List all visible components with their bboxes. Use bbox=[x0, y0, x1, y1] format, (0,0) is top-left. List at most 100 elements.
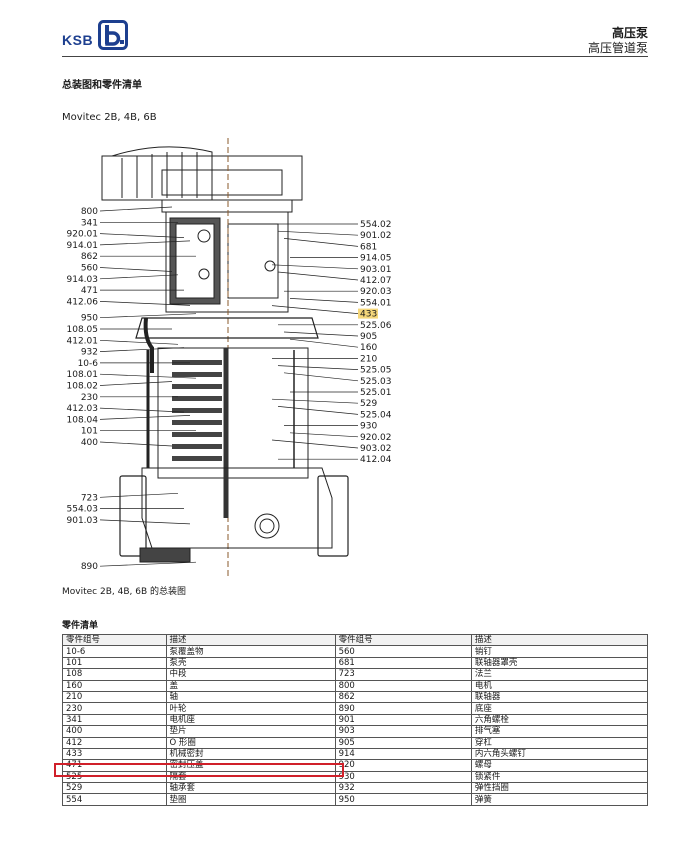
callout-label: 412.06 bbox=[67, 297, 99, 307]
doc-subtitle: 高压管道泵 bbox=[587, 41, 648, 55]
part-description-cell: 内六角头螺钉 bbox=[470, 747, 649, 761]
callout-723: 723 bbox=[81, 492, 179, 503]
callout-210: 210 bbox=[272, 354, 377, 364]
parts-list-title: 零件清单 bbox=[62, 621, 99, 631]
part-description-cell: 垫片 bbox=[165, 725, 336, 738]
leader-line bbox=[283, 238, 359, 247]
callout-560: 560 bbox=[81, 264, 173, 274]
callout-label: 905 bbox=[360, 332, 377, 342]
assembly-drawing: 800341920.01914.01862560914.03471412.069… bbox=[67, 138, 392, 578]
callout-903.02: 903.02 bbox=[271, 439, 392, 454]
callout-label: 903.02 bbox=[360, 444, 392, 454]
leader-line bbox=[99, 415, 191, 420]
leader-line bbox=[277, 406, 359, 415]
callout-681: 681 bbox=[283, 238, 377, 252]
leader-line bbox=[271, 439, 359, 449]
part-description-cell: 法兰 bbox=[470, 668, 649, 681]
leader-line bbox=[99, 313, 197, 319]
callout-903.01: 903.01 bbox=[271, 264, 392, 275]
part-number-cell: 800 bbox=[334, 679, 472, 692]
part-description-cell: 六角螺栓 bbox=[470, 713, 649, 727]
part-description-cell: 机械密封 bbox=[165, 747, 336, 761]
part-number-cell: 101 bbox=[62, 656, 167, 670]
leader-line bbox=[271, 398, 359, 404]
logo-text: KSB bbox=[62, 32, 94, 48]
part-description-cell: 弹簧 bbox=[470, 793, 649, 806]
header-titles: 高压泵 高压管道泵 bbox=[588, 26, 648, 56]
callout-label: 412.03 bbox=[67, 404, 99, 414]
callout-412.03: 412.03 bbox=[67, 404, 185, 414]
callout-554.02: 554.02 bbox=[272, 220, 392, 230]
callout-108.02: 108.02 bbox=[67, 381, 173, 392]
callout-label: 433 bbox=[360, 310, 377, 320]
callout-label: 108.01 bbox=[67, 370, 99, 380]
highlight-box bbox=[54, 763, 344, 777]
part-number-cell: 901 bbox=[334, 713, 472, 727]
callout-554.01: 554.01 bbox=[289, 298, 392, 308]
motor-stool bbox=[165, 211, 289, 313]
part-description-cell: 泵壳 bbox=[165, 656, 336, 670]
leader-line bbox=[99, 561, 197, 567]
callout-525.01: 525.01 bbox=[290, 388, 392, 398]
callout-525.06: 525.06 bbox=[278, 321, 392, 331]
drawing-caption: Movitec 2B, 4B, 6B 的总装图 bbox=[62, 587, 186, 597]
leader-line bbox=[99, 441, 173, 447]
motor-housing bbox=[101, 155, 303, 201]
part-description-cell: 垫圈 bbox=[165, 793, 336, 806]
part-number-cell: 932 bbox=[334, 782, 472, 795]
callout-412.07: 412.07 bbox=[277, 271, 392, 286]
parts-table-header: 零件组号 描述 零件组号 描述 bbox=[62, 633, 649, 647]
leader-line bbox=[99, 301, 191, 306]
ksb-logo: KSB bbox=[62, 20, 134, 54]
callout-525.03: 525.03 bbox=[283, 372, 392, 387]
callout-920.02: 920.02 bbox=[289, 432, 392, 443]
part-description-cell: 销钉 bbox=[470, 645, 649, 658]
callout-label: 525.06 bbox=[360, 321, 392, 331]
header-rule bbox=[62, 56, 648, 57]
callout-433: 433 bbox=[271, 305, 378, 320]
part-description-cell: 中段 bbox=[165, 668, 336, 681]
leader-line bbox=[283, 331, 359, 337]
leader-line bbox=[277, 230, 359, 236]
impeller-stages bbox=[172, 360, 222, 461]
right-callout-group: 554.02901.02681914.05903.01412.07920.035… bbox=[271, 220, 392, 465]
callout-932: 932 bbox=[81, 347, 185, 358]
callout-108.04: 108.04 bbox=[67, 415, 191, 425]
left-callout-group: 800341920.01914.01862560914.03471412.069… bbox=[67, 206, 197, 572]
leader-line bbox=[277, 271, 359, 281]
leader-line bbox=[99, 240, 191, 246]
part-number-cell: 554 bbox=[62, 793, 167, 806]
callout-label: 903.01 bbox=[360, 265, 392, 275]
part-description-cell: O 形圈 bbox=[165, 736, 336, 749]
callout-341: 341 bbox=[81, 218, 178, 228]
part-number-cell: 471 bbox=[62, 759, 167, 772]
part-number-cell: 210 bbox=[62, 690, 167, 704]
callout-800: 800 bbox=[81, 206, 173, 217]
leader-line bbox=[99, 407, 185, 413]
callout-label: 920.01 bbox=[67, 230, 99, 240]
header-desc-2: 描述 bbox=[470, 633, 649, 647]
part-description-cell: 锁紧件 bbox=[470, 770, 649, 784]
callout-label: 932 bbox=[81, 348, 98, 358]
callout-label: 920.02 bbox=[360, 433, 392, 443]
part-number-cell: 412 bbox=[62, 736, 167, 749]
callout-108.01: 108.01 bbox=[67, 370, 197, 380]
part-number-cell: 903 bbox=[334, 725, 472, 738]
header-part-no-2: 零件组号 bbox=[334, 633, 472, 647]
callout-label: 890 bbox=[81, 562, 98, 572]
leader-line bbox=[99, 339, 179, 345]
part-description-cell: 电机座 bbox=[165, 713, 336, 727]
callout-230: 230 bbox=[81, 393, 178, 403]
callout-label: 901.03 bbox=[67, 516, 99, 526]
leader-line bbox=[99, 206, 173, 212]
callout-label: 471 bbox=[81, 286, 98, 296]
part-number-cell: 930 bbox=[334, 770, 472, 784]
